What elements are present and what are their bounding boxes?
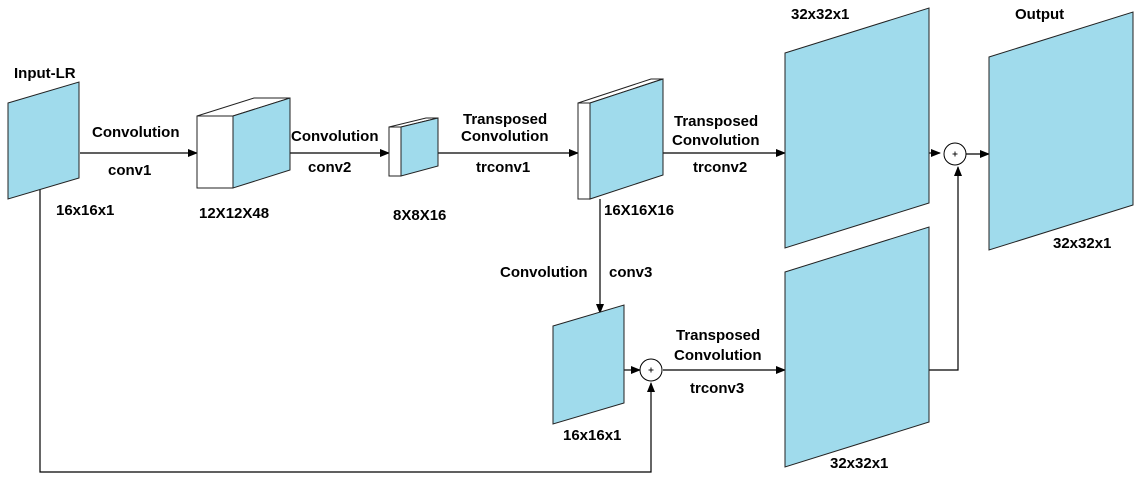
trconv3-op-label-line2: Convolution: [674, 347, 761, 364]
trconv2-name-label: trconv2: [693, 159, 747, 176]
conv2-name-label: conv2: [308, 159, 351, 176]
trconv1-name-label: trconv1: [476, 159, 530, 176]
conv3-size: 16x16x1: [563, 427, 621, 444]
trconv2-size: 32x32x1: [791, 6, 849, 23]
input-feature-map: [7, 81, 80, 200]
conv2-op-label: Convolution: [291, 128, 378, 145]
trconv3-feature-map: [784, 226, 930, 468]
trconv-block1-front: [589, 78, 664, 200]
conv-block2-front: [400, 117, 439, 177]
trconv3-name-label: trconv3: [690, 380, 744, 397]
arrow-skip-input-to-add: [39, 188, 655, 473]
trconv2-op-label-line2: Convolution: [672, 132, 759, 149]
trconv3-op-label-line1: Transposed: [676, 327, 760, 344]
trconv-block1-size: 16X16X16: [604, 202, 674, 219]
input-size: 16x16x1: [56, 202, 114, 219]
add-node-upper: [943, 142, 967, 166]
arrow-trconv3-to-add: [929, 166, 962, 371]
node-labels: Input-LR 16x16x1 12X12X48 8X8X16 16X16X1…: [14, 6, 1111, 472]
edge-labels: Convolution conv1 Convolution conv2 Tran…: [92, 111, 761, 397]
trconv2-op-label-line1: Transposed: [674, 113, 758, 130]
trconv1-op-label-line1: Transposed: [463, 111, 547, 128]
feature-maps: [7, 7, 1134, 468]
trconv1-op-label-line2: Convolution: [461, 128, 548, 145]
conv3-feature-map: [552, 304, 625, 425]
connectors: [39, 149, 990, 473]
conv3-name-label: conv3: [609, 264, 652, 281]
conv3-op-label: Convolution: [500, 264, 587, 281]
conv-block1-front: [232, 97, 291, 189]
output-size: 32x32x1: [1053, 235, 1111, 252]
conv1-op-label: Convolution: [92, 124, 179, 141]
output-feature-map: [988, 11, 1134, 251]
trconv2-feature-map: [784, 7, 930, 249]
trconv3-size: 32x32x1: [830, 455, 888, 472]
input-title: Input-LR: [14, 65, 76, 82]
conv-block2-size: 8X8X16: [393, 207, 446, 224]
conv-block2-side: [388, 126, 402, 177]
trconv-block1-side: [577, 102, 591, 200]
conv-block1-side: [196, 115, 234, 189]
conv1-name-label: conv1: [108, 162, 151, 179]
add-node-lower: [639, 358, 663, 382]
conv-block1-size: 12X12X48: [199, 205, 269, 222]
output-title: Output: [1015, 6, 1064, 23]
